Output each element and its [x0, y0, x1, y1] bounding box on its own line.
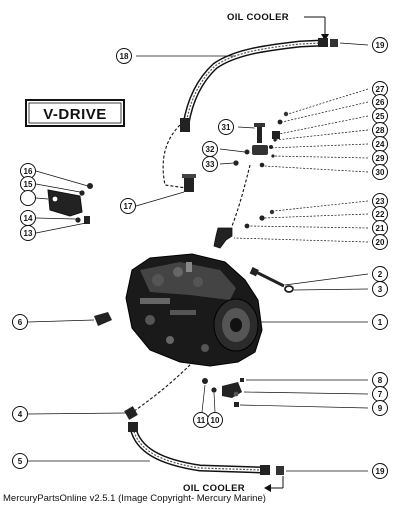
- callout-9: 9: [372, 400, 388, 416]
- lower-right-parts: [201, 378, 369, 413]
- callout-19-bottom: 19: [372, 463, 388, 479]
- callout-25: 25: [372, 108, 388, 124]
- vdrive-title: V-DRIVE: [43, 106, 107, 123]
- callout-8: 8: [372, 372, 388, 388]
- svg-text:14: 14: [24, 214, 33, 223]
- svg-text:11: 11: [197, 416, 206, 425]
- callout-11: 11: [193, 412, 209, 428]
- callout-31: 31: [218, 119, 234, 135]
- callout-20: 20: [372, 234, 388, 250]
- fitting-4: [27, 406, 138, 420]
- svg-text:9: 9: [378, 404, 383, 413]
- svg-text:30: 30: [376, 168, 385, 177]
- svg-text:18: 18: [120, 52, 129, 61]
- footer-copyright: MercuryPartsOnline v2.5.1 (Image Copyrig…: [3, 493, 266, 504]
- svg-text:10: 10: [211, 416, 220, 425]
- callout-21: 21: [372, 220, 388, 236]
- callout-15: 15: [20, 176, 36, 192]
- callout-4: 4: [12, 406, 28, 422]
- callout-28: 28: [372, 122, 388, 138]
- svg-text:26: 26: [376, 98, 385, 107]
- oil-cooler-bottom-label: OIL COOLER: [183, 483, 245, 494]
- cooler-fitting-19-top: [330, 39, 338, 47]
- callout-1: 1: [372, 314, 388, 330]
- svg-text:15: 15: [24, 180, 33, 189]
- callout-5: 5: [12, 453, 28, 469]
- svg-text:16: 16: [24, 167, 33, 176]
- svg-text:8: 8: [378, 376, 383, 385]
- arrow-left-icon: [264, 484, 271, 492]
- svg-text:4: 4: [18, 410, 23, 419]
- callout-2: 2: [372, 266, 388, 282]
- svg-text:32: 32: [206, 145, 215, 154]
- hose-fitting-upper-left: [180, 118, 190, 132]
- bracket-assembly: [35, 170, 93, 234]
- svg-text:3: 3: [378, 285, 383, 294]
- svg-text:22: 22: [376, 210, 385, 219]
- oil-cooler-top: OIL COOLER: [227, 12, 329, 41]
- callout-12: [20, 190, 36, 206]
- bolt-and-washer: [249, 267, 369, 293]
- callout-22: 22: [372, 206, 388, 222]
- svg-text:29: 29: [376, 154, 385, 163]
- svg-text:28: 28: [376, 126, 385, 135]
- callout-17: 17: [120, 198, 136, 214]
- callout-26: 26: [372, 94, 388, 110]
- vdrive-title-box: V-DRIVE: [25, 99, 125, 127]
- callouts: 18 19 27 26 25 28 24 29 30 31 32 33 16 1…: [12, 37, 388, 479]
- oil-cooler-top-label: OIL COOLER: [227, 12, 289, 23]
- fitting-cluster-upper: [219, 88, 369, 173]
- svg-text:33: 33: [206, 160, 215, 169]
- callout-33: 33: [202, 156, 218, 172]
- upper-hose: [136, 38, 338, 132]
- callout-3: 3: [372, 281, 388, 297]
- callout-7: 7: [372, 386, 388, 402]
- svg-text:20: 20: [376, 238, 385, 247]
- callout-32: 32: [202, 141, 218, 157]
- svg-text:31: 31: [222, 123, 231, 132]
- svg-text:5: 5: [18, 457, 23, 466]
- fitting-17: [182, 174, 196, 192]
- callout-19-top: 19: [372, 37, 388, 53]
- svg-text:25: 25: [376, 112, 385, 121]
- svg-text:21: 21: [376, 224, 385, 233]
- oil-cooler-bottom: OIL COOLER: [183, 476, 284, 494]
- svg-text:23: 23: [376, 197, 385, 206]
- svg-text:24: 24: [376, 140, 385, 149]
- callout-24: 24: [372, 136, 388, 152]
- svg-text:7: 7: [378, 390, 383, 399]
- callout-6: 6: [12, 314, 28, 330]
- plug-fitting: [27, 312, 112, 326]
- callout-29: 29: [372, 150, 388, 166]
- svg-text:6: 6: [18, 318, 23, 327]
- arrow-down-icon: [321, 34, 329, 41]
- lower-hose: [28, 422, 368, 475]
- svg-text:1: 1: [378, 318, 383, 327]
- svg-text:17: 17: [124, 202, 133, 211]
- gearbox-housing: [125, 253, 368, 367]
- callout-18: 18: [116, 48, 132, 64]
- callout-30: 30: [372, 164, 388, 180]
- hose-fitting-upper-right: [318, 38, 328, 47]
- svg-text:2: 2: [378, 270, 383, 279]
- cooler-fitting-19-bottom: [276, 466, 284, 475]
- callout-10: 10: [207, 412, 223, 428]
- svg-text:19: 19: [376, 41, 385, 50]
- svg-text:19: 19: [376, 467, 385, 476]
- callout-13: 13: [20, 225, 36, 241]
- elbow-fitting: [213, 200, 369, 249]
- svg-text:27: 27: [376, 85, 385, 94]
- callout-14: 14: [20, 210, 36, 226]
- svg-text:13: 13: [24, 229, 33, 238]
